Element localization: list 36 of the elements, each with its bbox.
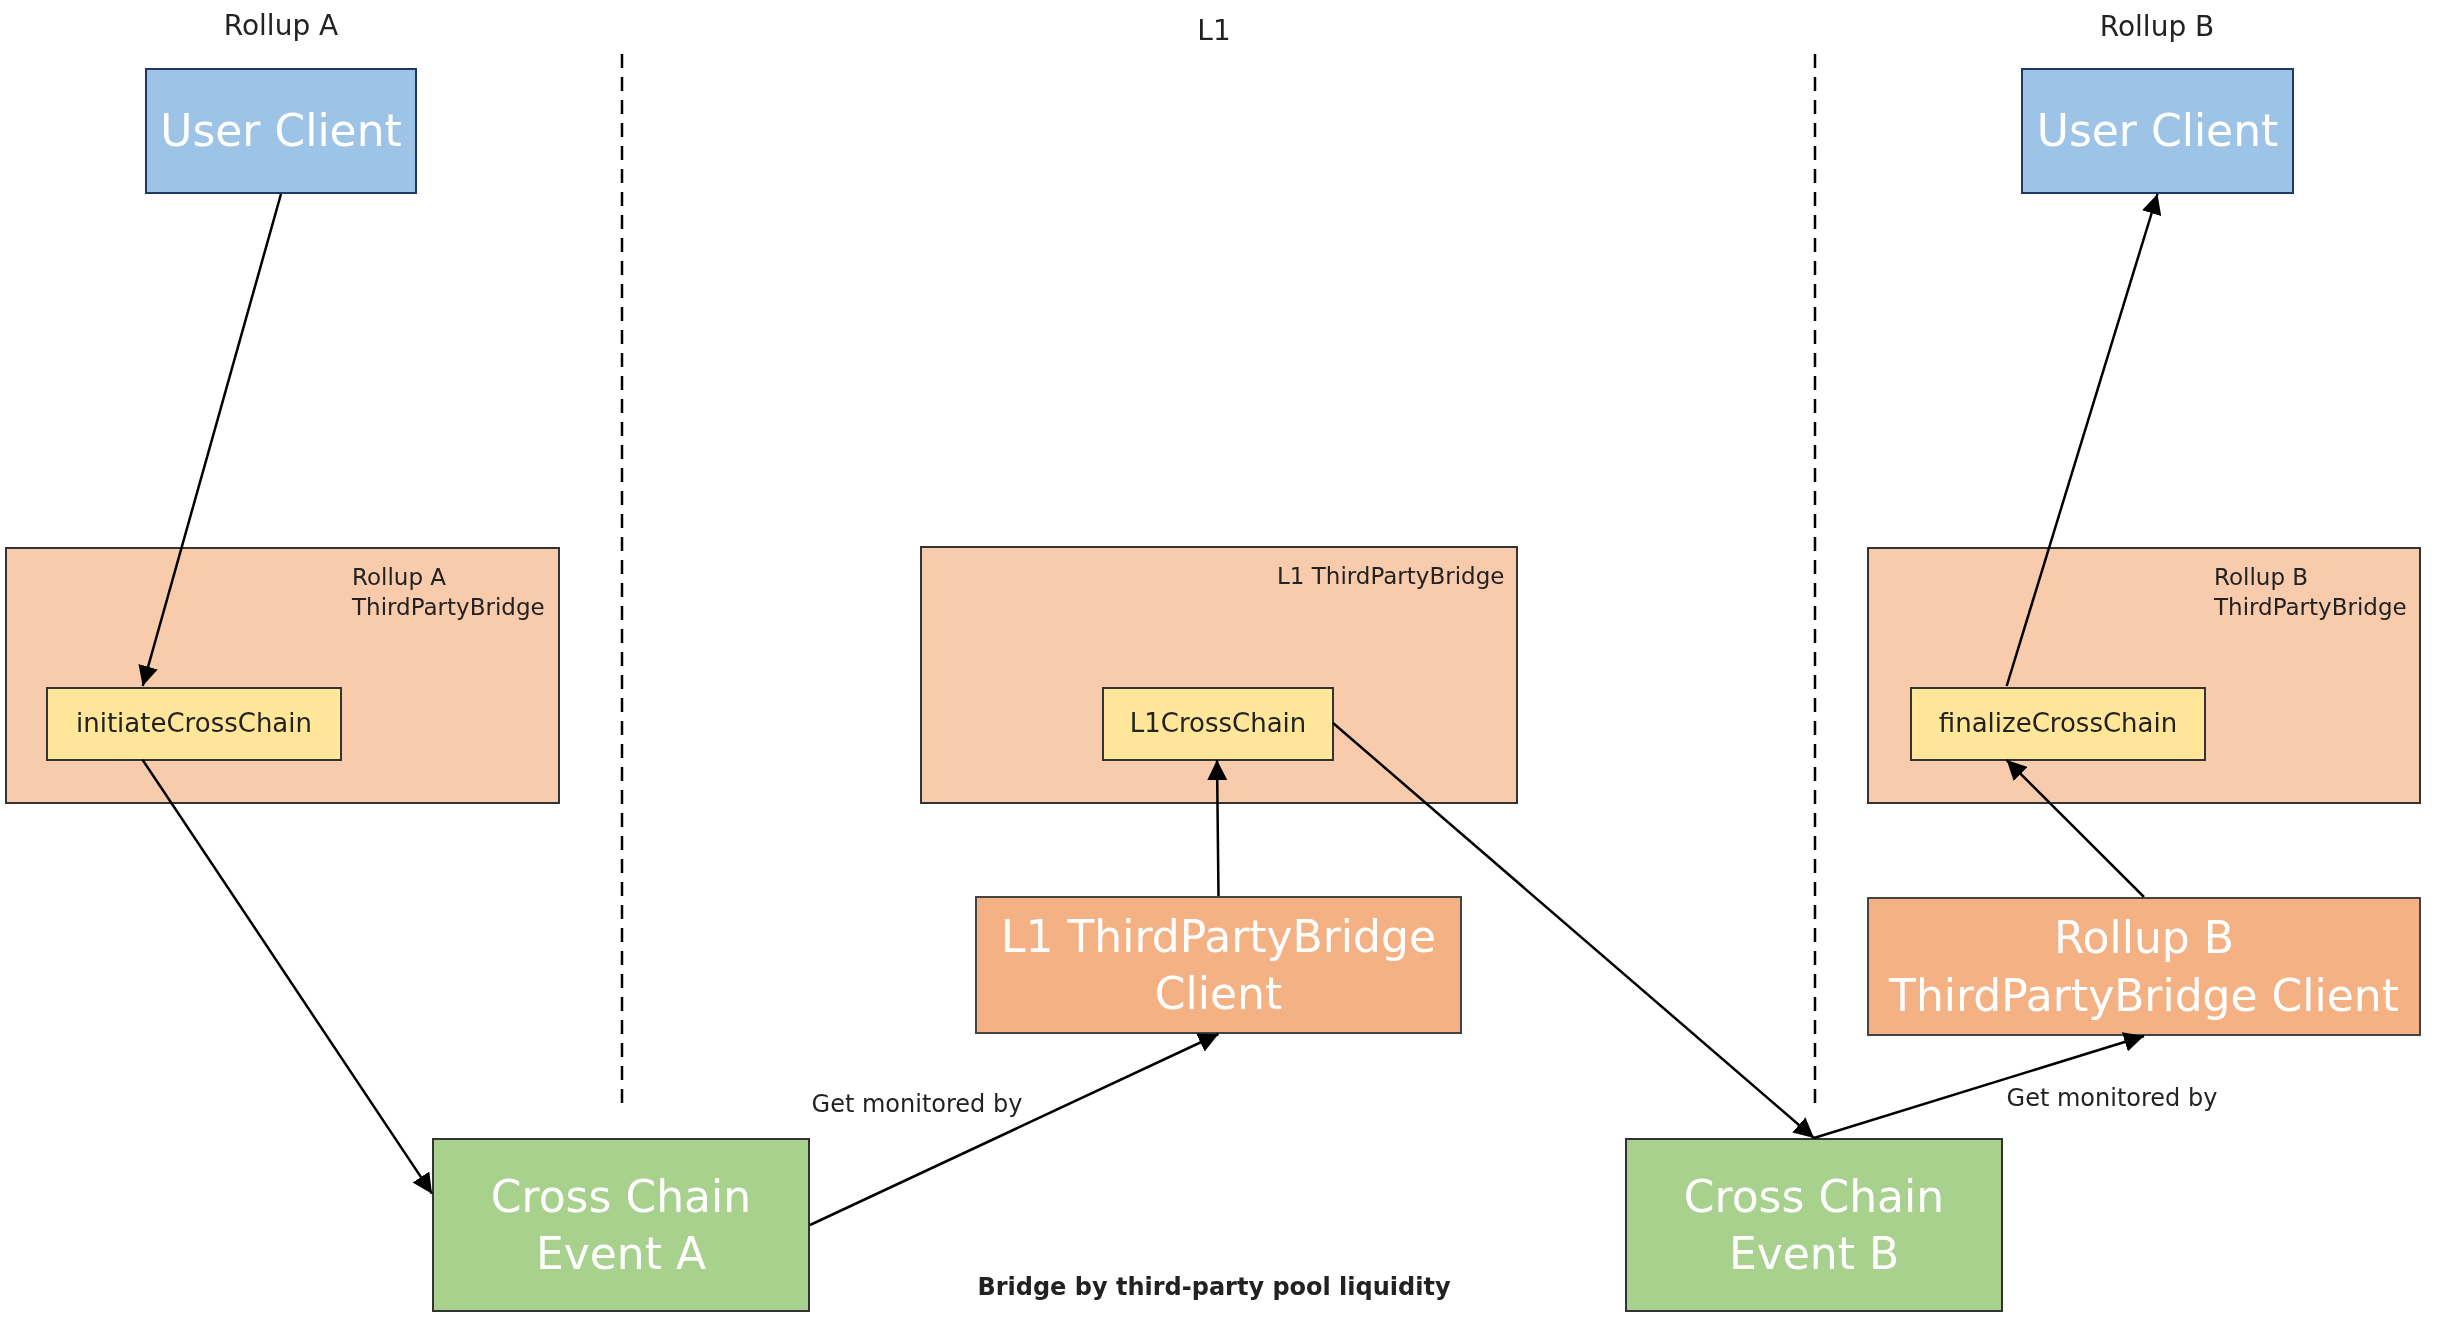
contract-panel	[5, 547, 560, 804]
client-box	[2021, 68, 2294, 194]
arrow	[809, 1032, 1220, 1227]
arrow	[1207, 760, 1228, 896]
arrow	[138, 193, 283, 687]
lane-heading: Rollup B	[2099, 9, 2215, 43]
arrow	[2005, 759, 2145, 898]
panel-title: L1 ThirdPartyBridge	[1277, 562, 1506, 591]
panel-title: Rollup A ThirdPartyBridge	[352, 563, 546, 622]
node-label: User Client	[2035, 104, 2280, 159]
event-box	[1625, 1138, 2003, 1312]
lane-heading: Rollup A	[223, 8, 339, 42]
client-box	[975, 896, 1462, 1034]
node-label: initiateCrossChain	[75, 707, 313, 741]
arrow	[2005, 193, 2162, 687]
node-label: Rollup B ThirdPartyBridge Client	[1888, 911, 2400, 1023]
arrow	[1813, 1032, 2145, 1140]
client-box	[145, 68, 417, 194]
node-label: L1CrossChain	[1128, 707, 1308, 741]
client-box	[1867, 897, 2421, 1036]
caption: Bridge by third-party pool liquidity	[977, 1273, 1451, 1301]
panel-title: Rollup B ThirdPartyBridge	[2214, 563, 2408, 622]
node-label: User Client	[159, 104, 403, 159]
contract-panel	[1867, 547, 2421, 804]
node-label: finalizeCrossChain	[1937, 707, 2179, 741]
arrow	[141, 759, 434, 1195]
node-label: Cross Chain Event B	[1682, 1169, 1946, 1281]
node-label: Cross Chain Event A	[489, 1169, 753, 1281]
event-box	[432, 1138, 810, 1312]
arrow	[1332, 722, 1815, 1139]
function-box	[46, 687, 342, 761]
node-label: L1 ThirdPartyBridge Client	[999, 909, 1438, 1021]
lane-heading: L1	[1197, 13, 1231, 47]
function-box	[1910, 687, 2206, 761]
contract-panel	[920, 546, 1518, 804]
function-box	[1102, 687, 1334, 761]
